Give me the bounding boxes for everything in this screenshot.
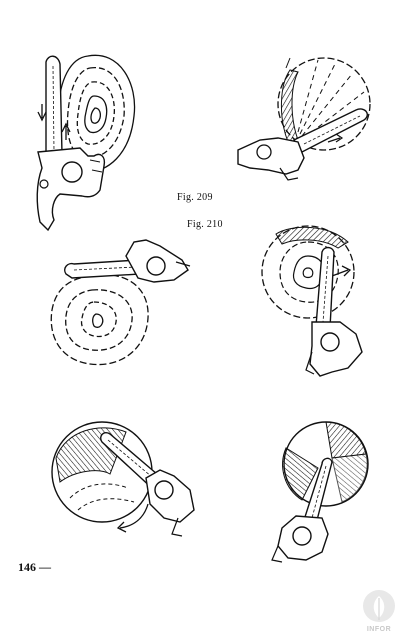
page-number: 146 — [18, 560, 51, 574]
leaf-icon [363, 590, 395, 622]
infor-watermark-logo: INFOR [356, 588, 402, 636]
figure-caption-210: Fig. 210 [187, 219, 223, 230]
figure-bottom-left-angled-cut [40, 418, 210, 548]
figure-middle-right-wedge-cut [252, 222, 382, 382]
figure-caption-209: Fig. 209 [177, 192, 213, 203]
watermark-text: INFOR [366, 626, 392, 633]
figure-bottom-right-final-cut [262, 418, 382, 568]
figure-top-left-vertical-cut [20, 44, 140, 234]
figure-middle-left-top-cut [42, 236, 202, 376]
figure-top-right-bore-cut [228, 40, 378, 190]
